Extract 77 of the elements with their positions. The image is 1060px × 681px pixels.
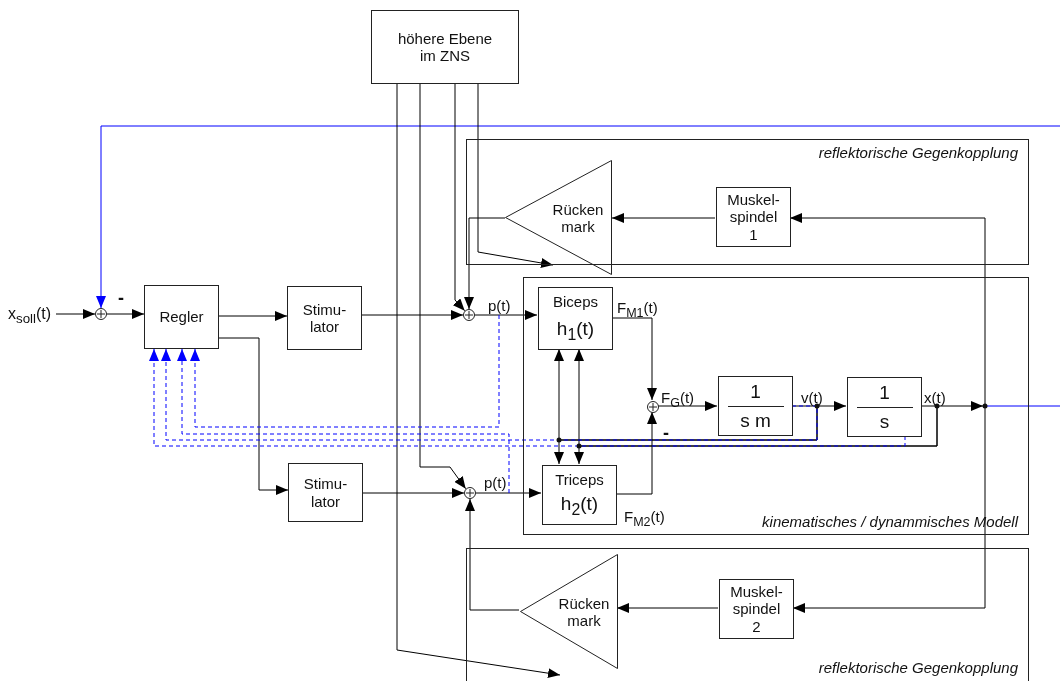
- summing-junction: [464, 487, 476, 499]
- group-frame: [466, 139, 1029, 265]
- arrow: [789, 213, 986, 407]
- sign-label: -: [118, 288, 124, 309]
- arrow: [149, 348, 906, 447]
- edge-label: F$_{M1}$(t): [617, 299, 658, 320]
- arrow: [475, 488, 542, 498]
- block-label: Stimu- lator: [302, 475, 349, 510]
- summing-junction: [463, 309, 475, 321]
- transfer-function: h$_{2}$(t): [560, 493, 599, 520]
- numerator: 1: [750, 380, 761, 403]
- transfer-block: [847, 377, 922, 437]
- arrow: [616, 603, 719, 613]
- process-box: [144, 285, 219, 349]
- arrow: [477, 83, 554, 268]
- edge-label: v(t): [801, 389, 823, 406]
- process-box: [719, 579, 794, 639]
- process-box: [288, 463, 363, 522]
- block-label: Muskel- spindel 1: [726, 191, 781, 243]
- arrow: [464, 217, 506, 310]
- block-label: höhere Ebene im ZNS: [396, 29, 494, 65]
- summing-junction: [647, 401, 659, 413]
- summing-junction: [95, 308, 107, 320]
- group-frame: [523, 277, 1029, 535]
- arrow: [657, 401, 718, 411]
- group-frame: [466, 548, 1029, 681]
- muscle-block: [542, 465, 617, 525]
- block-label: Rücken mark: [557, 594, 611, 629]
- numerator: 1: [879, 381, 890, 404]
- arrow: [218, 311, 288, 321]
- muscle-block: [538, 287, 613, 350]
- group-heading: reflektorische Gegenkopplung: [818, 659, 1018, 676]
- arrow: [419, 83, 467, 490]
- arrow: [177, 348, 510, 494]
- block-label: Triceps: [555, 470, 604, 488]
- block-label: Biceps: [553, 293, 598, 311]
- arrow: [611, 213, 716, 223]
- arrow: [190, 314, 500, 428]
- edge-label: F$_{G}$(t): [661, 389, 695, 410]
- block-label: Regler: [159, 308, 204, 326]
- transfer-block: [718, 376, 793, 436]
- transfer-function: h$_{1}$(t): [556, 317, 595, 344]
- arrow: [474, 310, 538, 320]
- arrow: [611, 317, 657, 401]
- edge-label: x(t): [924, 389, 946, 406]
- process-box: [287, 286, 362, 350]
- arrow: [161, 348, 818, 441]
- group-heading: kinematisches / dynammisches Modell: [762, 513, 1018, 530]
- arrow: [362, 488, 465, 498]
- amplifier-triangle: [505, 160, 612, 275]
- process-box: [371, 10, 519, 84]
- signal-label: x$_{soll}$(t): [8, 302, 56, 326]
- arrow: [554, 405, 818, 465]
- edge-label: p(t): [488, 297, 511, 314]
- arrow: [55, 309, 96, 319]
- arrow: [396, 83, 561, 679]
- group-heading: reflektorische Gegenkopplung: [818, 144, 1018, 161]
- edge-label: F$_{M2}$(t): [624, 508, 665, 529]
- sign-label: -: [663, 423, 669, 444]
- arrow: [218, 337, 289, 495]
- block-label: Rücken mark: [551, 200, 605, 235]
- arrow: [920, 401, 984, 411]
- block-label: Muskel- spindel 2: [729, 583, 784, 635]
- arrow: [106, 309, 145, 319]
- arrow: [465, 498, 520, 611]
- process-box: [716, 187, 791, 247]
- denominator: s: [879, 410, 890, 433]
- arrow: [452, 83, 466, 312]
- arrow: [792, 405, 986, 613]
- denominator: s m: [740, 409, 771, 432]
- arrow: [96, 125, 1060, 407]
- amplifier-triangle: [520, 554, 618, 669]
- arrow: [574, 405, 938, 465]
- block-label: Stimu- lator: [301, 300, 348, 336]
- edge-label: p(t): [484, 474, 507, 491]
- arrow: [361, 310, 464, 320]
- arrow: [615, 411, 657, 495]
